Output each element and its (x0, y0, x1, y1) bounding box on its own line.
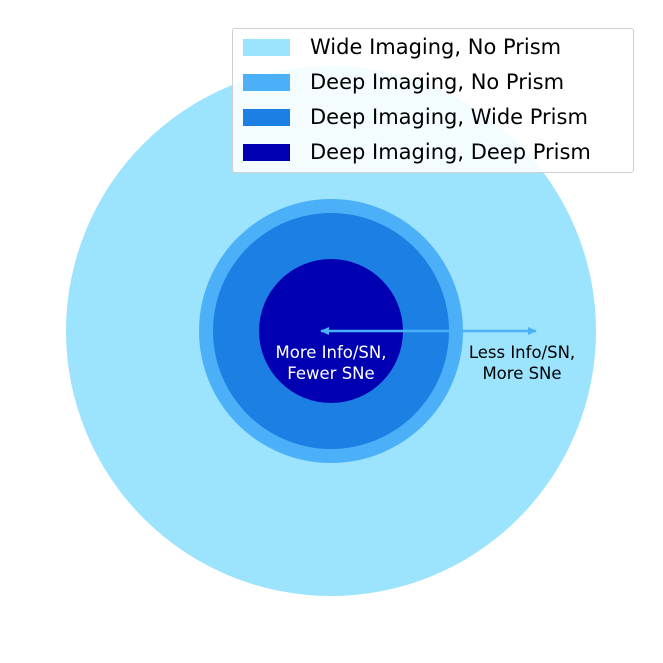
legend: Wide Imaging, No Prism Deep Imaging, No … (232, 28, 634, 173)
legend-swatch (243, 143, 290, 161)
legend-item: Deep Imaging, Deep Prism (243, 139, 591, 165)
legend-swatch (243, 73, 290, 91)
legend-item: Deep Imaging, No Prism (243, 69, 564, 95)
outer-annotation: Less Info/SN, More SNe (468, 343, 576, 383)
legend-label: Deep Imaging, Deep Prism (310, 140, 591, 164)
legend-label: Deep Imaging, No Prism (310, 70, 565, 94)
legend-label: Deep Imaging, Wide Prism (310, 105, 588, 129)
inner-annotation: More Info/SN, Fewer SNe (275, 343, 387, 383)
legend-swatch (243, 38, 290, 56)
legend-label: Wide Imaging, No Prism (310, 35, 562, 59)
legend-item: Deep Imaging, Wide Prism (243, 104, 588, 130)
legend-item: Wide Imaging, No Prism (243, 34, 561, 60)
legend-swatch (243, 108, 290, 126)
